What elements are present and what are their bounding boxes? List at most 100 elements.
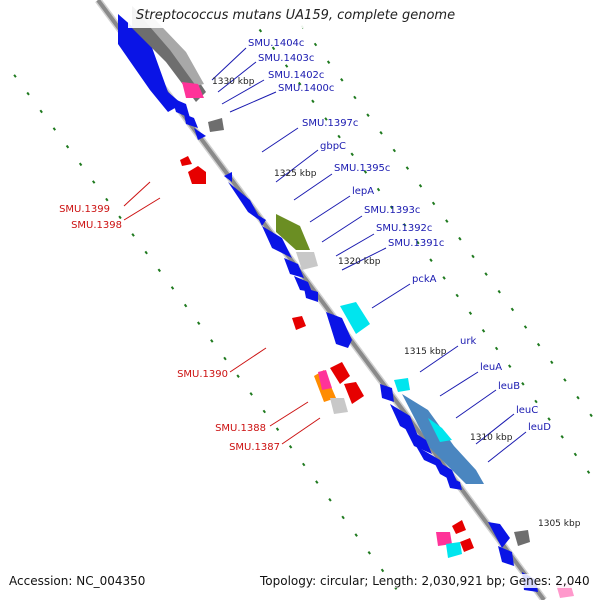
gene-arrow-forward[interactable] (256, 214, 266, 226)
gene-arrow-forward[interactable] (284, 258, 304, 278)
scale-tick (523, 325, 528, 329)
scale-tick (416, 240, 420, 245)
gene-arrow-forward[interactable] (432, 458, 458, 484)
gene-label[interactable]: SMU.1400c (278, 83, 334, 94)
gene-arrow-forward[interactable] (224, 172, 232, 182)
scale-tick (468, 311, 473, 315)
gene-arrow-forward[interactable] (194, 128, 206, 140)
olive-feature[interactable] (276, 214, 310, 250)
scale-tick (354, 533, 358, 537)
cyan-feature[interactable] (394, 378, 410, 392)
gene-label[interactable]: SMU.1395c (334, 163, 390, 174)
gene-arrow-forward[interactable] (184, 114, 198, 128)
gene-arrow-reverse[interactable] (344, 382, 364, 404)
scale-tick (484, 272, 488, 276)
gene-arrow-reverse[interactable] (180, 156, 192, 166)
gene-label[interactable]: SMU.1390 (177, 369, 228, 380)
gene-arrow-forward[interactable] (446, 476, 462, 490)
gene-label[interactable]: gbpC (320, 141, 346, 152)
left-gene-labels: SMU.1399 SMU.1398 SMU.1390 SMU.1388 SMU.… (59, 204, 280, 453)
scale-tick (455, 293, 459, 298)
gene-label[interactable]: leuA (480, 362, 502, 373)
scale-labels: 1330 kbp 1325 kbp 1320 kbp 1315 kbp 1310… (212, 77, 581, 529)
scale-tick (39, 109, 43, 114)
gene-label[interactable]: pckA (412, 274, 437, 285)
scale-tick (262, 409, 267, 414)
scale-label: 1325 kbp (274, 169, 317, 179)
gene-label[interactable]: SMU.1388 (215, 423, 266, 434)
gene-arrow-reverse[interactable] (330, 362, 350, 384)
scale-tick (471, 254, 475, 259)
gene-arrow-reverse[interactable] (460, 538, 474, 552)
gene-label[interactable]: SMU.1398 (71, 220, 122, 231)
gray-feature[interactable] (296, 252, 318, 270)
gene-arrow-forward[interactable] (488, 522, 510, 548)
scale-tick (350, 152, 354, 157)
scale-tick (157, 268, 161, 273)
gene-label[interactable]: SMU.1403c (258, 53, 314, 64)
gene-arrow-forward[interactable] (262, 226, 292, 258)
cyan-feature[interactable] (428, 418, 452, 442)
gene-arrow-reverse[interactable] (188, 166, 206, 184)
cyan-feature[interactable] (446, 542, 462, 558)
scale-tick (573, 452, 578, 457)
cyan-feature[interactable] (340, 302, 370, 334)
gene-label[interactable]: SMU.1404c (248, 38, 304, 49)
scale-tick (366, 113, 370, 117)
gene-label[interactable]: leuB (498, 381, 520, 392)
scale-tick (118, 215, 122, 220)
gene-arrow-forward[interactable] (294, 276, 312, 292)
scale-tick (337, 134, 341, 139)
gene-arrow-reverse[interactable] (436, 532, 452, 546)
gene-arrow-forward[interactable] (304, 288, 318, 302)
gene-arrow-forward[interactable] (326, 312, 352, 348)
gene-arrow-forward[interactable] (380, 384, 394, 402)
scale-tick (78, 162, 83, 167)
gene-arrow-forward[interactable] (172, 98, 190, 118)
gene-arrow-forward[interactable] (118, 14, 182, 112)
gene-arrow-reverse[interactable] (292, 316, 306, 330)
left-leader-lines (123, 181, 321, 445)
scale-tick (271, 46, 276, 51)
gene-label[interactable]: SMU.1391c (388, 238, 444, 249)
scale-label: 1320 kbp (338, 257, 381, 267)
pink-feature[interactable] (318, 370, 332, 390)
gene-arrow-forward[interactable] (228, 182, 262, 222)
gray-feature[interactable] (132, 6, 206, 102)
gene-label[interactable]: SMU.1392c (376, 223, 432, 234)
scale-tick (376, 187, 381, 192)
gene-label[interactable]: SMU.1387 (229, 442, 280, 453)
scale-tick (550, 360, 554, 365)
scale-tick (534, 399, 538, 404)
gene-arrow-forward[interactable] (404, 426, 432, 454)
gene-arrow-reverse[interactable] (452, 520, 466, 534)
scale-tick (586, 470, 591, 474)
gene-label[interactable]: SMU.1402c (268, 70, 324, 81)
gray-feature[interactable] (208, 118, 224, 132)
title-background (128, 4, 446, 28)
scale-tick (297, 81, 302, 86)
gene-label[interactable]: leuD (528, 422, 551, 433)
gene-label[interactable]: SMU.1397c (302, 118, 358, 129)
gray-feature[interactable] (330, 398, 348, 414)
scale-tick (183, 303, 188, 308)
gene-arrow-forward[interactable] (390, 404, 418, 436)
gray-feature[interactable] (514, 530, 530, 546)
gene-label[interactable]: SMU.1393c (364, 205, 420, 216)
scale-tick (65, 144, 70, 149)
scale-tick (481, 329, 486, 333)
gene-label[interactable]: leuC (516, 405, 538, 416)
scale-tick (284, 64, 289, 68)
gene-label[interactable]: urk (460, 336, 476, 347)
scale-tick (105, 197, 109, 202)
pink-feature[interactable] (182, 82, 204, 98)
gene-label[interactable]: lepA (352, 186, 374, 197)
scale-tick (328, 498, 332, 502)
scale-ticks (13, 7, 593, 590)
scale-tick (197, 321, 201, 325)
scale-tick (313, 42, 318, 47)
gene-label[interactable]: SMU.1399 (59, 204, 110, 215)
gene-arrow-forward[interactable] (498, 546, 514, 566)
scale-tick (576, 395, 580, 400)
scale-tick (392, 148, 397, 153)
